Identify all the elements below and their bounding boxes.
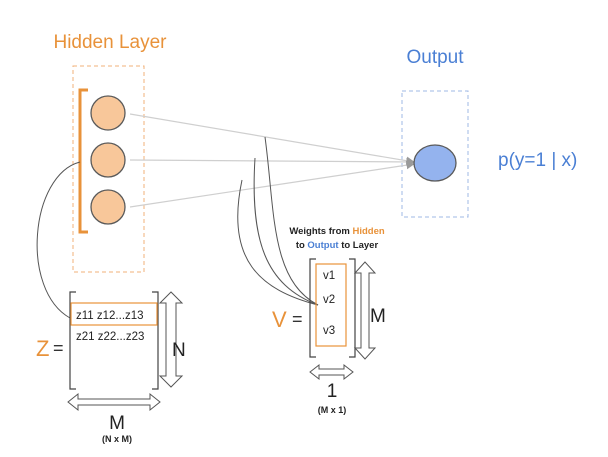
v-width-arrow: [309, 363, 354, 381]
z-bracket-left: [69, 291, 76, 390]
probability-label: p(y=1 | x): [498, 150, 577, 171]
hidden-bracket: [78, 88, 88, 234]
v-equals: =: [292, 309, 303, 329]
v-bracket-right: [349, 258, 356, 358]
z-height-label: N: [172, 340, 186, 361]
z-symbol: Z: [36, 336, 49, 361]
v-width-label: 1: [327, 381, 338, 402]
hidden-layer-box: [72, 65, 145, 273]
connection-line-1: [129, 113, 415, 165]
z-equals: =: [53, 338, 64, 358]
z-dims-label: (N x M): [102, 434, 132, 444]
hidden-word: Hidden: [352, 226, 384, 237]
hidden-layer-title: Hidden Layer: [53, 32, 167, 53]
z-width-label: M: [109, 413, 125, 434]
hidden-node-3: [90, 189, 126, 225]
weights-to-v-curves: [237, 136, 319, 306]
output-node: [413, 144, 457, 182]
v-column-box: [315, 263, 347, 347]
z-bracket-right: [152, 291, 159, 390]
z-row-1-box: [70, 302, 158, 326]
hidden-node-1: [90, 95, 126, 131]
z-width-arrow: [67, 392, 161, 412]
hidden-node-2: [90, 142, 126, 178]
connections: [129, 113, 415, 208]
v-height-arrow: [353, 261, 377, 360]
v-bracket-left: [309, 258, 316, 358]
z-height-arrow: [158, 291, 184, 388]
output-title: Output: [406, 47, 464, 68]
v-dims-label: (M x 1): [318, 405, 347, 415]
v-height-label: M: [370, 306, 386, 327]
v-entry-2: v2: [323, 294, 335, 306]
connection-line-3: [129, 160, 415, 208]
weights-caption-line1: Weights from Hidden: [289, 226, 385, 237]
z-row-1: z11 z12...z13: [76, 310, 144, 322]
connection-line-2: [129, 157, 415, 167]
output-word: Output: [307, 240, 339, 251]
bracket-to-z-curve: [36, 161, 81, 319]
v-symbol: V: [272, 307, 287, 332]
output-box: [401, 90, 469, 218]
v-entry-1: v1: [323, 270, 335, 282]
z-row-2: z21 z22...z23: [76, 331, 144, 343]
v-entry-3: v3: [323, 325, 335, 337]
weights-caption-line2: to Output to Layer: [296, 240, 379, 251]
